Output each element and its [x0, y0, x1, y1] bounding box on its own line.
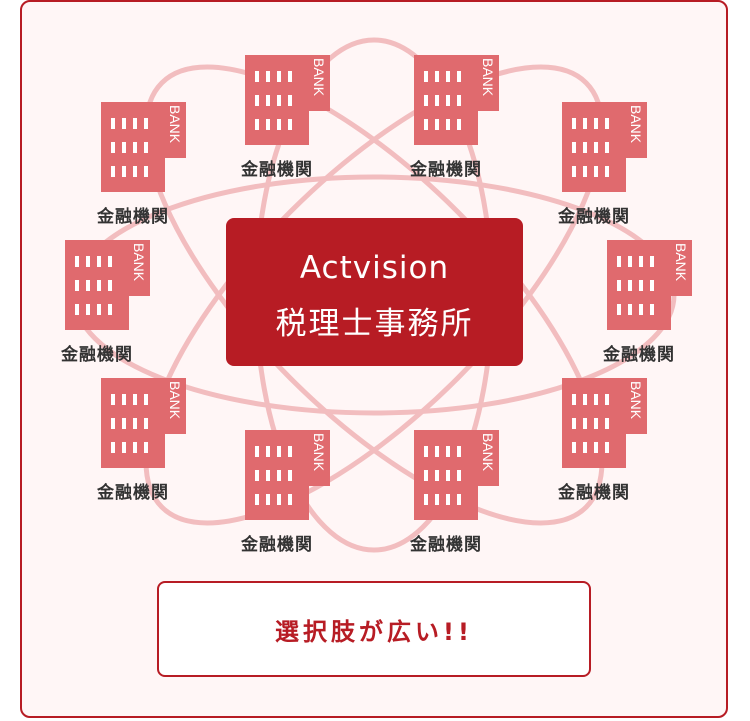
bank-icon: BANK — [245, 55, 330, 145]
bank-caption: 金融機関 — [558, 207, 630, 227]
bank-caption: 金融機関 — [241, 160, 313, 180]
bank-caption: 金融機関 — [410, 160, 482, 180]
tax-office-node: Actvision 税理士事務所 — [226, 218, 523, 366]
bank-building-2: BANK 金融機関 — [391, 55, 501, 205]
bank-sign-text: BANK — [167, 381, 183, 420]
bank-sign-text: BANK — [311, 433, 327, 472]
bank-sign-text: BANK — [673, 243, 689, 282]
bank-building-4: BANK 金融機関 — [539, 102, 649, 252]
bank-icon: BANK — [414, 55, 499, 145]
bank-icon: BANK — [101, 102, 186, 192]
bank-building-1: BANK 金融機関 — [222, 55, 332, 205]
bank-building-7: BANK 金融機関 — [78, 378, 188, 528]
bank-caption: 金融機関 — [603, 345, 675, 365]
bank-building-10: BANK 金融機関 — [391, 430, 501, 580]
bank-icon: BANK — [607, 240, 692, 330]
bank-sign-text: BANK — [628, 381, 644, 420]
bank-sign-text: BANK — [480, 433, 496, 472]
bank-icon: BANK — [562, 378, 647, 468]
bank-caption: 金融機関 — [410, 535, 482, 555]
bank-sign-text: BANK — [311, 58, 327, 97]
wide-choice-callout: 選択肢が広い!! — [157, 581, 591, 677]
bank-caption: 金融機関 — [558, 483, 630, 503]
bank-icon: BANK — [414, 430, 499, 520]
bank-caption: 金融機関 — [241, 535, 313, 555]
bank-sign-text: BANK — [628, 105, 644, 144]
office-subtitle: 税理士事務所 — [275, 306, 474, 342]
bank-icon: BANK — [101, 378, 186, 468]
bank-building-5: BANK 金融機関 — [42, 240, 152, 390]
bank-building-9: BANK 金融機関 — [222, 430, 332, 580]
orbit-ring-diagonal-a — [143, 64, 605, 526]
bank-icon: BANK — [245, 430, 330, 520]
orbit-ring-diagonal-b — [143, 64, 605, 526]
bank-sign-text: BANK — [480, 58, 496, 97]
bank-building-6: BANK 金融機関 — [584, 240, 694, 390]
bank-icon: BANK — [562, 102, 647, 192]
bank-sign-text: BANK — [167, 105, 183, 144]
bank-caption: 金融機関 — [97, 483, 169, 503]
bank-caption: 金融機関 — [61, 345, 133, 365]
bank-icon: BANK — [65, 240, 150, 330]
office-name: Actvision — [299, 250, 450, 286]
bank-building-3: BANK 金融機関 — [78, 102, 188, 252]
bank-sign-text: BANK — [131, 243, 147, 282]
bank-building-8: BANK 金融機関 — [539, 378, 649, 528]
callout-label: 選択肢が広い!! — [275, 617, 473, 646]
bank-caption: 金融機関 — [97, 207, 169, 227]
